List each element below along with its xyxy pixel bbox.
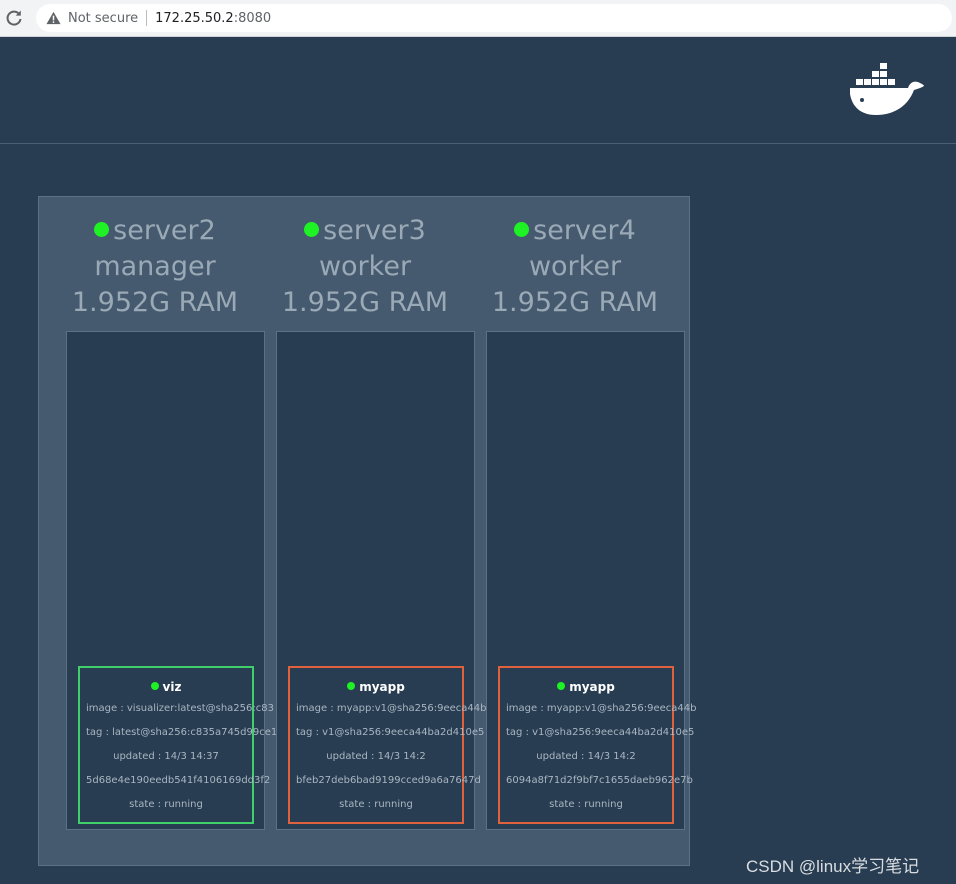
node-role: manager <box>94 251 216 282</box>
task-state: state : running <box>549 799 623 810</box>
node-server4: server4 worker 1.952G RAM myapp image : … <box>470 197 697 837</box>
task-id: 5d68e4e190eedb541f4106169dd3f2 <box>86 775 271 786</box>
task-state: state : running <box>339 799 413 810</box>
node-name: server4 <box>533 215 636 246</box>
task-updated: updated : 14/3 14:2 <box>326 751 426 762</box>
node-header: server4 worker 1.952G RAM <box>470 213 680 321</box>
task-status-dot <box>150 682 159 690</box>
node-ram: 1.952G RAM <box>281 287 449 318</box>
node-server3: server3 worker 1.952G RAM myapp image : … <box>260 197 487 837</box>
swarm-cluster: server2 manager 1.952G RAM viz image : v… <box>38 196 697 866</box>
task-tag: tag : v1@sha256:9eeca44ba2d410e5 <box>296 727 485 738</box>
node-role: worker <box>528 251 622 282</box>
browser-toolbar: Not secure 172.25.50.2:8080 <box>0 0 956 37</box>
node-ram: 1.952G RAM <box>491 287 659 318</box>
node-ram: 1.952G RAM <box>71 287 239 318</box>
warning-icon <box>46 11 61 25</box>
node-task-area: myapp image : myapp:v1@sha256:9eeca44b t… <box>486 331 697 830</box>
url-port: :8080 <box>233 10 272 26</box>
url-host: 172.25.50.2 <box>155 10 234 26</box>
node-server2: server2 manager 1.952G RAM viz image : v… <box>50 197 277 837</box>
task-image: image : visualizer:latest@sha256:c83 <box>86 703 274 714</box>
task-id: 6094a8f71d2f9bf7c1655daeb962e7b <box>506 775 693 786</box>
task-status-dot <box>347 682 356 690</box>
task-tag: tag : v1@sha256:9eeca44ba2d410e5 <box>506 727 695 738</box>
task-id: bfeb27deb6bad9199cced9a6a7647d <box>296 775 481 786</box>
node-status-dot <box>94 222 110 237</box>
node-task-area: viz image : visualizer:latest@sha256:c83… <box>66 331 278 830</box>
node-task-area: myapp image : myapp:v1@sha256:9eeca44b t… <box>276 331 487 830</box>
task-name: viz <box>162 680 182 694</box>
node-status-dot <box>304 222 320 237</box>
node-header: server2 manager 1.952G RAM <box>50 213 260 321</box>
node-header: server3 worker 1.952G RAM <box>260 213 470 321</box>
node-name: server3 <box>323 215 426 246</box>
csdn-watermark: CSDN @linux学习笔记 <box>746 857 920 876</box>
task-image: image : myapp:v1@sha256:9eeca44b <box>506 703 697 714</box>
task-status-dot <box>557 682 566 690</box>
task-name: myapp <box>359 680 405 694</box>
task-state: state : running <box>129 799 203 810</box>
task-image: image : myapp:v1@sha256:9eeca44b <box>296 703 487 714</box>
header-divider <box>0 143 956 144</box>
task-card-myapp[interactable]: myapp image : myapp:v1@sha256:9eeca44b t… <box>498 666 697 824</box>
node-role: worker <box>318 251 412 282</box>
node-status-dot <box>514 222 530 237</box>
security-label[interactable]: Not secure <box>68 10 139 26</box>
node-name: server2 <box>113 215 216 246</box>
task-updated: updated : 14/3 14:2 <box>536 751 636 762</box>
task-tag: tag : latest@sha256:c835a745d99ce1 <box>86 727 278 738</box>
address-bar[interactable]: Not secure 172.25.50.2:8080 <box>36 4 952 32</box>
task-card-myapp[interactable]: myapp image : myapp:v1@sha256:9eeca44b t… <box>288 666 487 824</box>
reload-icon[interactable] <box>4 8 24 28</box>
address-separator <box>146 10 148 26</box>
task-card-viz[interactable]: viz image : visualizer:latest@sha256:c83… <box>78 666 278 824</box>
task-updated: updated : 14/3 14:37 <box>113 751 219 762</box>
task-name: myapp <box>569 680 615 694</box>
docker-whale-logo <box>850 63 924 115</box>
